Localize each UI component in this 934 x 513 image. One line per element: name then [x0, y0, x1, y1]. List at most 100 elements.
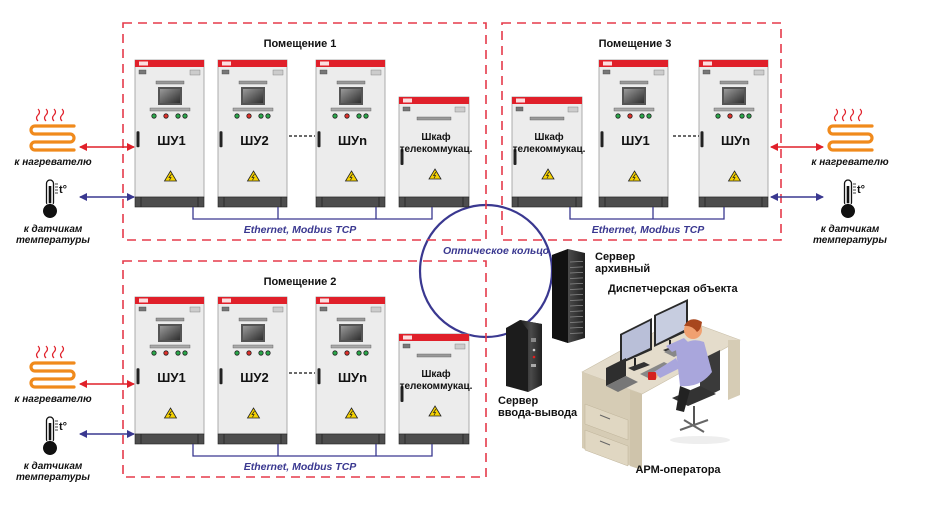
- door-handle-icon: [317, 368, 321, 385]
- thermometer-icon: t°: [840, 179, 865, 219]
- monitor-icon: [654, 299, 688, 353]
- hmi-screen-icon: [160, 89, 180, 103]
- cabinet-header: [399, 334, 469, 341]
- label-strip: [330, 107, 372, 112]
- label-strip: [719, 80, 749, 85]
- cabinet-label-line2: телекоммукац.: [513, 144, 586, 155]
- cabinet-header: [218, 297, 287, 304]
- indicator-lamp-icon: [258, 113, 264, 119]
- indicator-lamp-icon: [356, 113, 362, 119]
- brand-logo-icon: [222, 61, 231, 66]
- nameplate-icon: [319, 306, 328, 312]
- indicator-lamp-icon: [344, 350, 350, 356]
- cabinet-label-line1: Шкаф: [534, 131, 564, 143]
- cabinet-plinth: [698, 196, 769, 208]
- rack-slot: [569, 310, 584, 312]
- label-strip: [613, 107, 655, 112]
- room1-title: Помещение 1: [264, 38, 337, 50]
- vent-icon: [454, 106, 466, 113]
- cabinet-label: ШУn: [338, 133, 367, 148]
- mug-icon: [648, 372, 656, 380]
- heater-coil-icon: [827, 108, 874, 152]
- brand-logo-icon: [320, 61, 329, 66]
- cabinet-header: [699, 60, 768, 67]
- label-strip: [619, 80, 649, 85]
- label-strip: [238, 80, 268, 85]
- nameplate-icon: [702, 69, 711, 75]
- indicator-lamp-icon: [234, 350, 240, 356]
- rack-slot: [569, 332, 584, 334]
- cabinet-label: ШУ1: [621, 133, 649, 148]
- rack-slot: [569, 327, 584, 329]
- temperature-symbol: t°: [59, 184, 67, 196]
- indicator-lamp-icon: [151, 113, 157, 119]
- label-strip: [416, 116, 452, 121]
- cabinet-header: [512, 97, 582, 104]
- indicator-lamp-icon: [175, 350, 181, 356]
- control-cabinet: ШУ1: [598, 59, 669, 208]
- rack-slot: [569, 294, 584, 296]
- cabinet-header: [135, 297, 204, 304]
- cabinet-plinth: [315, 433, 386, 445]
- rack-slot: [569, 316, 584, 318]
- vent-icon: [454, 343, 466, 350]
- cabinet-plinth: [511, 196, 583, 208]
- indicator-lamp-icon: [363, 350, 369, 356]
- nameplate-icon: [319, 69, 328, 75]
- room1-bus-label: Ethernet, Modbus TCP: [244, 224, 358, 236]
- control-cabinet: ШУ2: [217, 296, 288, 445]
- room2-title: Помещение 2: [264, 276, 337, 288]
- indicator-lamp-icon: [646, 113, 652, 119]
- sensor-label-line2: температуры: [16, 235, 90, 246]
- indicator-lamp-icon: [265, 350, 271, 356]
- indicator-lamp-icon: [246, 350, 252, 356]
- indicator-lamp-icon: [615, 113, 621, 119]
- indicator-lamp-icon: [332, 113, 338, 119]
- indicator-lamp-icon: [363, 113, 369, 119]
- nameplate-icon: [402, 343, 411, 349]
- io-server-label-1: Сервер: [498, 395, 539, 407]
- indicator-lamp-icon: [175, 113, 181, 119]
- rack-server-icon: [552, 249, 585, 343]
- heater-coil-icon: [29, 108, 76, 152]
- indicator-lamp-icon: [746, 113, 752, 119]
- brand-logo-icon: [139, 61, 148, 66]
- cabinet-body: [511, 96, 583, 198]
- brand-logo-icon: [403, 335, 412, 340]
- cabinet-label-line1: Шкаф: [421, 368, 451, 380]
- cabinet-label: ШУ1: [157, 370, 185, 385]
- operator-person-icon: [648, 319, 712, 412]
- indicator-lamp-icon: [739, 113, 745, 119]
- nameplate-icon: [221, 69, 230, 75]
- control-cabinet: ШУn: [698, 59, 769, 208]
- heater-label: к нагревателю: [14, 394, 92, 405]
- brand-logo-icon: [703, 61, 712, 66]
- indicator-lamp-icon: [182, 113, 188, 119]
- cabinet-header: [599, 60, 668, 67]
- sensor-label-line2: температуры: [16, 472, 90, 483]
- brand-logo-icon: [603, 61, 612, 66]
- nameplate-icon: [138, 306, 147, 312]
- indicator-lamp-icon: [344, 113, 350, 119]
- cabinet-label-line1: Шкаф: [421, 131, 451, 143]
- room3-bus-label: Ethernet, Modbus TCP: [592, 224, 706, 236]
- optical-ring-label: Оптическое кольцо: [443, 245, 550, 257]
- brand-logo-icon: [320, 298, 329, 303]
- monitor-icon: [620, 318, 652, 371]
- label-strip: [149, 344, 191, 349]
- sensor-label-line1: к датчикам: [24, 224, 83, 235]
- cabinet-label-line2: телекоммукац.: [400, 381, 473, 392]
- archive-server-label-1: Сервер: [595, 251, 636, 263]
- door-handle-icon: [400, 149, 404, 165]
- rack-slot: [569, 283, 584, 285]
- indicator-lamp-icon: [246, 113, 252, 119]
- cabinet-label-line2: телекоммукац.: [400, 144, 473, 155]
- door-handle-icon: [513, 149, 517, 165]
- indicator-lamp-icon: [234, 113, 240, 119]
- label-strip: [713, 107, 755, 112]
- control-cabinet: ШУn: [315, 296, 386, 445]
